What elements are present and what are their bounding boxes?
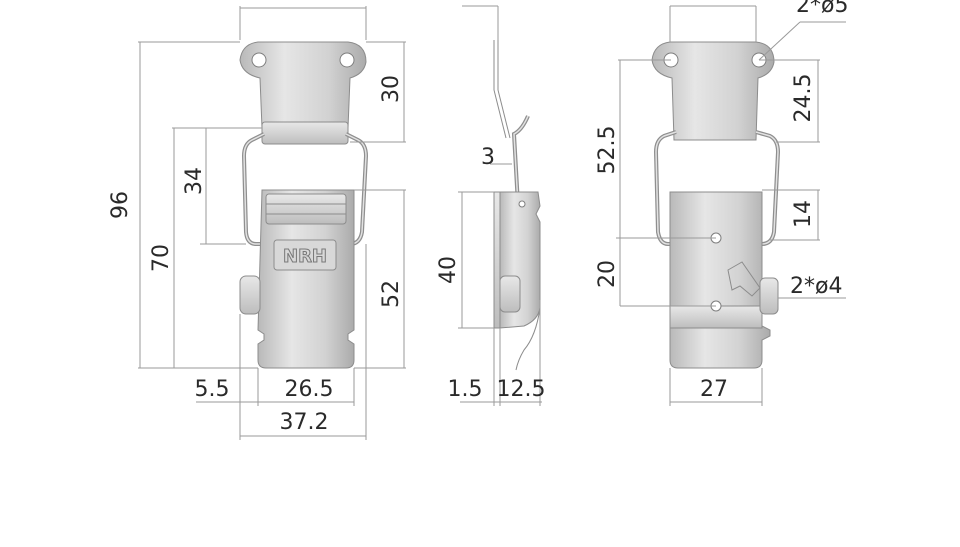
dim-overall-height: 96 xyxy=(108,191,133,219)
back-view: 2*ø5 52.5 24.5 14 20 2*ø4 27 xyxy=(595,0,848,406)
dim-thickness: 1.5 xyxy=(448,377,483,402)
dim-width: 27 xyxy=(700,377,728,402)
front-hinge-roll xyxy=(261,121,349,145)
dim-spacing-52-5: 52.5 xyxy=(595,126,620,175)
side-base-plate xyxy=(493,191,501,329)
dim-height-34: 34 xyxy=(182,167,207,195)
dim-plate-height: 40 xyxy=(436,256,461,284)
dim-spacing-24-5: 24.5 xyxy=(791,74,816,123)
dim-depth: 12.5 xyxy=(497,377,546,402)
side-lever-tail xyxy=(515,307,541,371)
dim-overall-width: 37.2 xyxy=(280,410,329,435)
back-slot xyxy=(727,261,761,297)
front-top-hole-left xyxy=(251,52,267,68)
dim-bottom-plate: 52 xyxy=(379,280,404,308)
dim-top-plate: 30 xyxy=(379,75,404,103)
dim-offset: 5.5 xyxy=(195,377,230,402)
dim-spacing-14: 14 xyxy=(791,200,816,228)
front-buckle-roll xyxy=(265,193,347,225)
dim-bend: 3 xyxy=(481,145,495,170)
front-side-pin xyxy=(239,275,261,315)
side-top-plate xyxy=(493,40,507,139)
front-logo-badge xyxy=(273,239,337,271)
dim-holes-bottom: 2*ø4 xyxy=(790,274,842,299)
dim-spacing-20: 20 xyxy=(595,260,620,288)
front-top-hole-right xyxy=(339,52,355,68)
front-view: NRH 96 70 34 30 52 5.5 26.5 37.2 xyxy=(108,6,406,440)
side-pin xyxy=(499,275,521,313)
back-top-plate xyxy=(651,41,775,141)
front-logo-text: NRH xyxy=(283,246,327,267)
dim-holes-top: 2*ø5 xyxy=(796,0,848,18)
back-side-pin xyxy=(759,277,779,315)
front-buckle xyxy=(257,189,355,369)
dim-inner-width: 26.5 xyxy=(285,377,334,402)
dim-height-70: 70 xyxy=(149,244,174,272)
side-view: 3 40 1.5 12.5 xyxy=(436,5,546,406)
